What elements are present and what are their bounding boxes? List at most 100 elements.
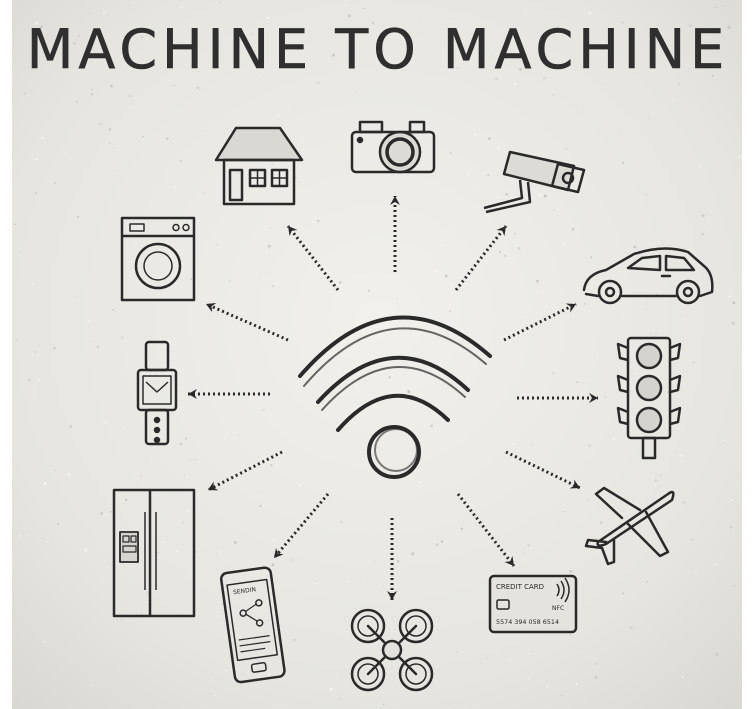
chalk-speck [105, 514, 108, 517]
chalk-speck [185, 438, 187, 440]
chalk-speck [54, 182, 56, 184]
chalk-speck [457, 239, 458, 240]
chalk-speck [184, 475, 185, 476]
chalk-speck [189, 460, 191, 462]
chalk-speck [187, 510, 189, 512]
chalk-speck [18, 254, 20, 256]
chalk-speck [100, 512, 103, 515]
chalk-speck [82, 96, 83, 97]
chalk-speck [320, 440, 321, 441]
chalk-speck [355, 258, 357, 260]
chalk-speck [714, 563, 717, 566]
chalk-speck [499, 251, 501, 253]
chalk-speck [15, 224, 16, 226]
chalk-speck [47, 537, 48, 538]
chalk-speck [159, 373, 161, 375]
chalk-speck [268, 673, 271, 676]
credit-card-number: 5574 394 058 6514 [496, 618, 559, 626]
chalk-speck [226, 88, 227, 89]
chalk-speck [293, 639, 295, 641]
chalk-speck [576, 682, 578, 684]
chalk-speck [277, 434, 278, 435]
chalk-speck [605, 397, 606, 398]
chalk-speck [476, 525, 477, 526]
chalk-speck [219, 1, 221, 3]
chalk-speck [255, 655, 257, 657]
chalk-speck [297, 247, 299, 249]
chalk-speck [553, 372, 555, 374]
chalk-speck [512, 443, 514, 445]
chalk-speck [129, 107, 131, 109]
chalk-speck [562, 511, 564, 513]
chalk-speck [577, 377, 578, 378]
chalk-speck [501, 183, 503, 185]
chalk-speck [161, 438, 162, 439]
chalk-speck [527, 11, 528, 12]
chalk-speck [439, 466, 441, 468]
chalk-speck [411, 552, 414, 555]
chalk-speck [292, 560, 293, 561]
chalk-speck [728, 188, 729, 189]
chalk-speck [292, 558, 293, 559]
chalk-speck [595, 676, 598, 679]
chalk-speck [200, 438, 201, 439]
chalk-speck [194, 342, 195, 343]
chalk-speck [358, 319, 359, 320]
chalk-speck [259, 505, 261, 507]
chalkboard-background [12, 0, 742, 709]
chalk-speck [109, 142, 111, 144]
chalk-speck [195, 284, 197, 286]
chalk-speck [702, 214, 705, 217]
chalk-speck [180, 6, 182, 8]
chalk-speck [545, 305, 548, 308]
chalk-speck [117, 172, 119, 174]
chalk-speck [84, 549, 87, 552]
chalk-speck [389, 376, 391, 378]
chalk-speck [638, 569, 639, 570]
chalk-speck [383, 697, 384, 698]
chalk-speck [626, 198, 627, 199]
chalk-speck [119, 686, 120, 687]
chalk-speck [497, 147, 500, 150]
chalk-speck [15, 339, 17, 341]
chalk-speck [584, 303, 586, 305]
chalk-speck [211, 677, 213, 679]
chalk-speck [103, 11, 106, 14]
chalk-speck [619, 129, 620, 130]
chalk-speck [28, 379, 31, 382]
chalk-speck [162, 541, 164, 543]
chalk-speck [348, 15, 351, 18]
chalk-speck [41, 136, 44, 139]
chalk-speck [569, 570, 572, 573]
chalk-speck [588, 444, 591, 447]
chalk-speck [488, 137, 491, 140]
chalk-speck [146, 592, 147, 593]
chalk-speck [143, 136, 144, 137]
chalk-speck [543, 505, 545, 507]
chalk-speck [403, 687, 404, 688]
chalk-speck [197, 86, 200, 89]
chalk-speck [232, 345, 233, 346]
chalk-speck [591, 519, 592, 520]
chalk-speck [245, 646, 246, 647]
chalk-speck [47, 541, 49, 543]
chalk-speck [648, 404, 650, 406]
chalk-speck [682, 120, 683, 121]
chalk-speck [261, 492, 262, 493]
chalk-speck [301, 137, 303, 139]
chalk-speck [288, 106, 290, 108]
chalk-speck [724, 5, 725, 6]
chalk-speck [38, 380, 40, 382]
chalk-speck [733, 585, 735, 587]
chalk-speck [118, 149, 120, 151]
chalk-speck [642, 306, 644, 308]
chalk-speck [121, 620, 122, 621]
chalk-speck [506, 193, 509, 196]
chalk-speck [622, 162, 624, 164]
chalk-speck [633, 245, 636, 248]
chalk-speck [518, 247, 521, 250]
chalk-speck [205, 133, 207, 135]
chalk-speck [250, 648, 251, 649]
chalk-speck [173, 85, 174, 86]
chalk-speck [453, 627, 454, 628]
